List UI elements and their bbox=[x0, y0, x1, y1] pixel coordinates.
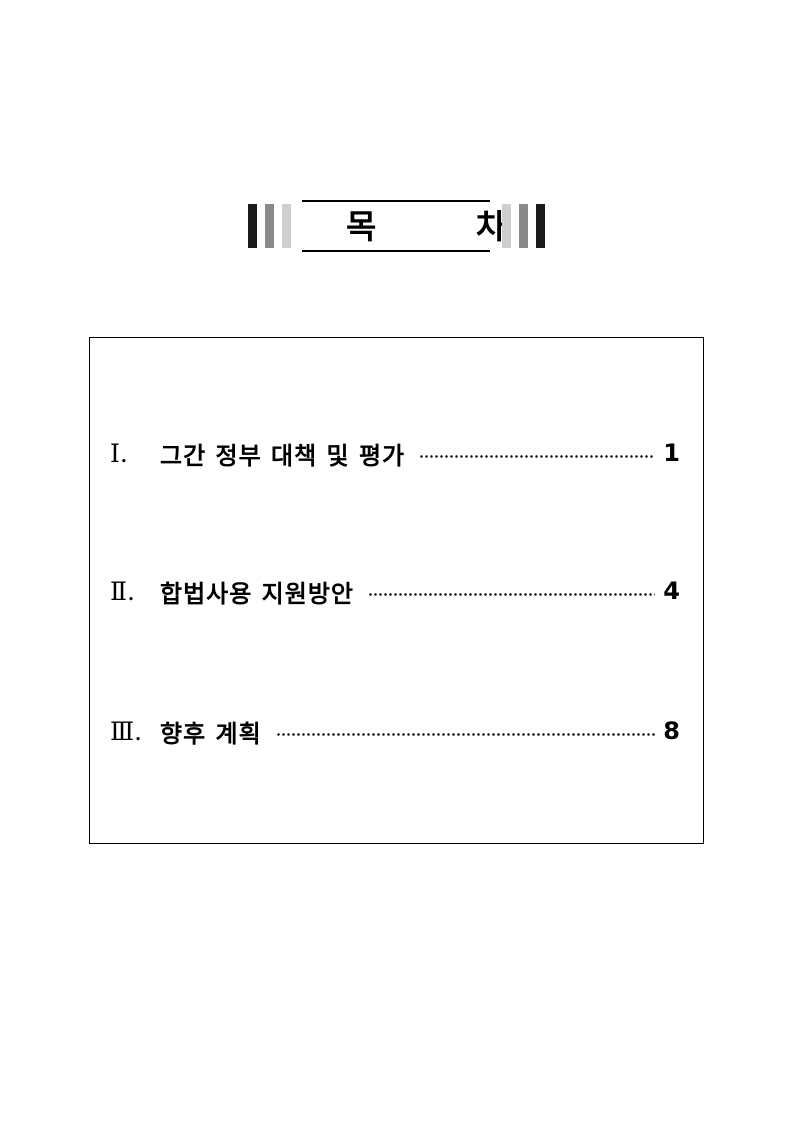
toc-label: 합법사용 지원방안 bbox=[160, 579, 354, 608]
title-bar-right-light bbox=[502, 204, 511, 248]
title-bar-left-dark bbox=[248, 204, 257, 248]
toc-box: Ⅰ. 그간 정부 대책 및 평가 1 Ⅱ. 합법사용 지원방안 4 Ⅲ. 향후 … bbox=[89, 337, 704, 844]
toc-page-number: 4 bbox=[663, 577, 680, 605]
toc-numeral: Ⅰ. bbox=[110, 438, 128, 468]
toc-entry-3[interactable]: Ⅲ. 향후 계획 8 bbox=[110, 713, 680, 749]
toc-dot-leader bbox=[368, 592, 656, 596]
toc-numeral: Ⅲ. bbox=[110, 716, 143, 746]
page-title: 목 차 bbox=[346, 207, 551, 246]
toc-page-number: 8 bbox=[663, 717, 680, 745]
title-bar-left-mid bbox=[265, 204, 274, 248]
title-frame: 목 차 bbox=[302, 200, 551, 252]
toc-label: 향후 계획 bbox=[160, 719, 262, 748]
toc-entry-2[interactable]: Ⅱ. 합법사용 지원방안 4 bbox=[110, 573, 680, 609]
title-bar-right-dark bbox=[536, 204, 545, 248]
title-bar-right-mid bbox=[519, 204, 528, 248]
toc-label: 그간 정부 대책 및 평가 bbox=[160, 441, 406, 470]
toc-dot-leader bbox=[419, 454, 656, 458]
toc-dot-leader bbox=[275, 732, 656, 736]
title-bar-left-light bbox=[282, 204, 291, 248]
toc-numeral: Ⅱ. bbox=[110, 576, 135, 606]
toc-title-block: 목 차 bbox=[0, 200, 793, 252]
toc-entry-1[interactable]: Ⅰ. 그간 정부 대책 및 평가 1 bbox=[110, 435, 680, 471]
toc-page-number: 1 bbox=[663, 439, 680, 467]
